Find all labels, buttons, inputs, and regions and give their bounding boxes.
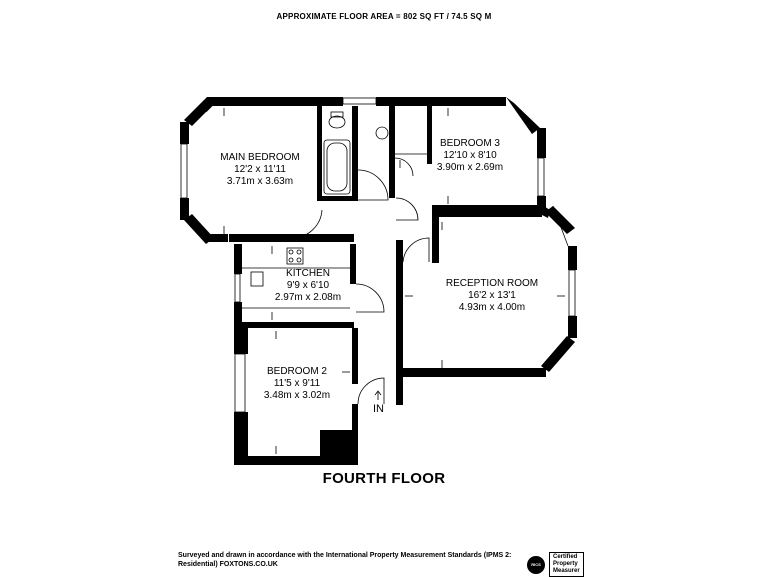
wall	[229, 234, 354, 242]
wall	[432, 217, 439, 263]
wall	[568, 316, 577, 338]
hob-ring	[296, 257, 302, 263]
room-name: RECEPTION ROOM	[445, 278, 539, 289]
door-swing	[292, 209, 323, 239]
wall	[541, 336, 575, 372]
window	[234, 273, 241, 303]
window	[568, 269, 576, 317]
door-swing	[357, 169, 389, 201]
wall	[545, 206, 575, 234]
footer-note: Surveyed and drawn in accordance with th…	[178, 551, 518, 569]
wall	[180, 122, 189, 144]
wall	[317, 106, 322, 201]
wall	[234, 302, 242, 324]
room-name: BEDROOM 3	[439, 138, 500, 149]
room-kitchen: KITCHEN 9'9 x 6'10 2.97m x 2.08m	[268, 268, 348, 304]
cert-line: Property	[553, 561, 578, 567]
room-metric: 3.71m x 3.63m	[226, 176, 294, 187]
room-name: BEDROOM 2	[266, 366, 327, 377]
wall	[317, 196, 358, 201]
room-metric: 2.97m x 2.08m	[274, 292, 342, 303]
cert-line: Certified	[553, 554, 578, 560]
wall	[427, 106, 432, 164]
wall	[396, 240, 403, 405]
rics-logo-text: RICS	[531, 562, 541, 567]
wall	[184, 97, 215, 126]
room-imperial: 12'2 x 11'11	[234, 164, 286, 175]
wall	[352, 404, 358, 464]
cert-line: Measurer	[553, 568, 580, 574]
wall	[568, 246, 577, 270]
wall	[506, 97, 540, 134]
wall	[207, 97, 343, 106]
room-metric: 3.90m x 2.69m	[436, 162, 504, 173]
room-metric: 3.48m x 3.02m	[263, 390, 331, 401]
wall	[389, 106, 395, 198]
entrance-label: IN	[373, 403, 384, 415]
room-imperial: 12'10 x 8'10	[443, 150, 497, 161]
room-imperial: 16'2 x 13'1	[468, 290, 516, 301]
floor-title: FOURTH FLOOR	[322, 470, 446, 487]
room-main-bedroom: MAIN BEDROOM 12'2 x 11'11 3.71m x 3.63m	[210, 152, 310, 188]
room-bedroom-3: BEDROOM 3 12'10 x 8'10 3.90m x 2.69m	[430, 138, 510, 174]
wall	[540, 205, 550, 218]
wall	[242, 322, 354, 328]
basin	[375, 126, 389, 140]
wall	[180, 198, 189, 220]
door-swing	[355, 283, 385, 313]
hob-ring	[288, 257, 294, 263]
wall	[206, 234, 228, 242]
room-imperial: 11'5 x 9'11	[273, 378, 321, 389]
footer-line: Residential) FOXTONS.CO.UK	[178, 561, 278, 568]
wall	[352, 106, 358, 201]
hob	[286, 247, 304, 265]
bathtub-inner	[326, 142, 348, 192]
toilet	[328, 115, 346, 129]
rics-badge: RICS Certified Property Measurer	[527, 552, 584, 577]
wall	[432, 205, 542, 217]
window	[205, 102, 216, 113]
room-reception: RECEPTION ROOM 16'2 x 13'1 4.93m x 4.00m	[437, 278, 547, 314]
wall	[350, 244, 356, 284]
wall	[234, 412, 248, 465]
wall	[320, 430, 358, 456]
hob-ring	[296, 249, 302, 255]
wall	[537, 128, 546, 158]
room-name: KITCHEN	[286, 268, 330, 279]
footer-line: Surveyed and drawn in accordance with th…	[178, 552, 512, 559]
rics-logo-icon: RICS	[527, 555, 545, 574]
door-swing	[394, 157, 414, 177]
room-bedroom-2: BEDROOM 2 11'5 x 9'11 3.48m x 3.02m	[257, 366, 337, 402]
wall	[234, 324, 248, 354]
kitchen-sink	[250, 271, 264, 287]
wall	[248, 456, 358, 465]
certified-measurer-box: Certified Property Measurer	[549, 552, 584, 577]
wall	[537, 196, 546, 208]
room-metric: 4.93m x 4.00m	[458, 302, 526, 313]
wall	[234, 244, 242, 274]
wall	[376, 97, 506, 106]
entrance-arrow-icon	[374, 390, 382, 396]
window	[552, 205, 569, 247]
door-swing	[402, 237, 430, 263]
wall	[396, 368, 546, 377]
window	[342, 97, 377, 105]
toilet-cistern	[330, 111, 344, 118]
wall	[352, 328, 358, 384]
door-swing	[395, 197, 419, 221]
room-imperial: 9'9 x 6'10	[286, 280, 330, 291]
bathtub	[323, 139, 351, 195]
hob-ring	[288, 249, 294, 255]
window	[537, 157, 545, 197]
room-name: MAIN BEDROOM	[220, 152, 300, 163]
door-swing	[357, 377, 385, 405]
floor-area-header: APPROXIMATE FLOOR AREA = 802 SQ FT / 74.…	[276, 12, 492, 21]
window	[234, 353, 246, 413]
window	[180, 143, 188, 199]
